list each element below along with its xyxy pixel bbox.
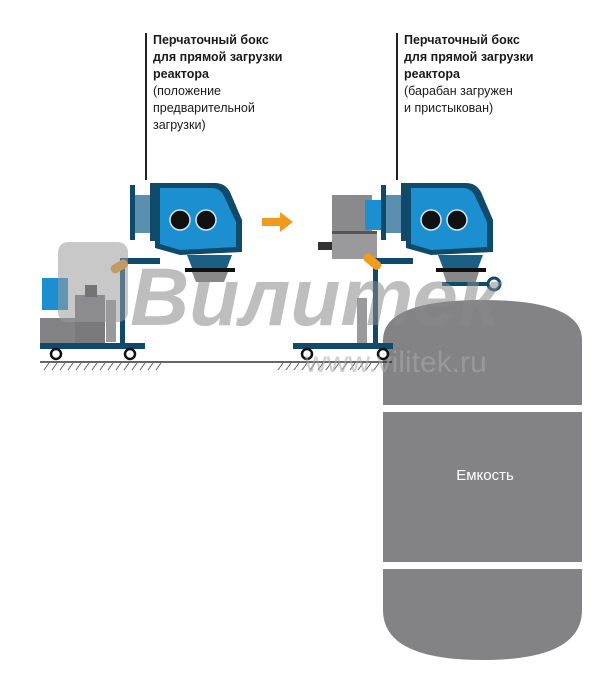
caption-right: Перчаточный бокс для прямой загрузки реа… xyxy=(404,32,533,117)
caption-title-line: Перчаточный бокс xyxy=(153,33,269,47)
glovebox-right xyxy=(381,183,502,292)
floor xyxy=(40,361,392,371)
caption-title-line: для прямой загрузки xyxy=(153,50,283,64)
caption-note-line: (барабан загружен xyxy=(404,84,513,98)
caption-title-line: Перчаточный бокс xyxy=(404,33,520,47)
watermark-logo: Вилитек xyxy=(130,252,503,343)
callout-line-left xyxy=(145,33,147,180)
drum-right xyxy=(318,195,385,259)
callout-line-right xyxy=(396,33,398,180)
caption-title-line: реактора xyxy=(153,67,209,81)
vessel xyxy=(383,300,582,660)
caption-note-line: предварительной xyxy=(153,101,255,115)
cart-right xyxy=(293,253,413,361)
caption-note-line: загрузки) xyxy=(153,118,206,132)
caption-note-line: и пристыкован) xyxy=(404,101,494,115)
caption-left: Перчаточный бокс для прямой загрузки реа… xyxy=(153,32,282,134)
caption-title-line: для прямой загрузки xyxy=(404,50,534,64)
watermark-url: www.vilitek.ru xyxy=(304,346,487,379)
watermark: Вилитек www.vilitek.ru xyxy=(58,242,503,379)
caption-title-line: реактора xyxy=(404,67,460,81)
glovebox-left xyxy=(130,183,242,282)
transition-arrow-icon xyxy=(262,212,293,232)
vessel-label: Емкость xyxy=(456,467,514,484)
caption-note-line: (положение xyxy=(153,84,222,98)
